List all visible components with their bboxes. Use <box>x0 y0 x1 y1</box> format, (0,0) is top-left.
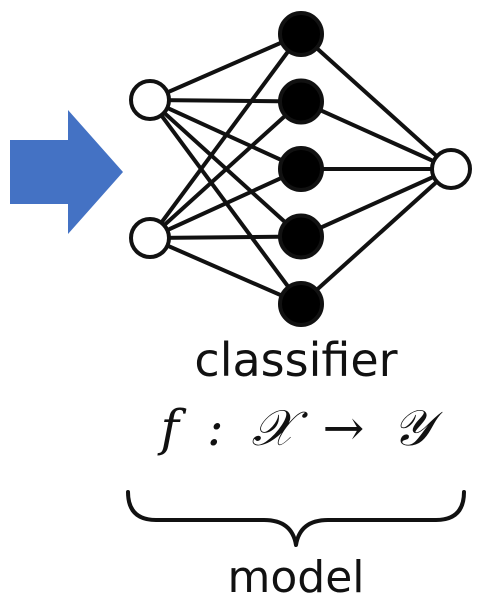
output-node-1 <box>430 148 472 190</box>
formula-domain: 𝒳 <box>252 399 309 457</box>
formula-colon: : <box>207 399 224 457</box>
edge-input-1-hidden-1 <box>149 32 302 102</box>
edge-hidden-5-output-1 <box>299 167 453 306</box>
edge-input-2-hidden-1 <box>148 32 303 240</box>
input-arrow <box>10 110 123 234</box>
hidden-node-3 <box>278 146 324 192</box>
input-node-2 <box>129 217 171 259</box>
hidden-node-2 <box>278 78 324 125</box>
formula-codomain: 𝒴 <box>392 399 443 457</box>
edge-hidden-4-output-1 <box>300 167 452 239</box>
hidden-node-5 <box>278 281 324 327</box>
model-label: model <box>227 552 364 603</box>
edge-input-2-hidden-3 <box>149 167 302 240</box>
classifier-formula: f : 𝒳 → 𝒴 <box>156 399 443 457</box>
edge-hidden-2-output-1 <box>300 99 452 171</box>
model-brace <box>126 490 466 547</box>
classifier-label: classifier <box>194 333 397 387</box>
input-node-1 <box>129 79 171 121</box>
network-nodes <box>129 11 472 327</box>
edge-input-2-hidden-4 <box>149 234 302 240</box>
formula-arrow: → <box>323 399 365 457</box>
hidden-node-4 <box>278 213 324 260</box>
edge-hidden-1-output-1 <box>299 32 453 171</box>
edge-input-2-hidden-2 <box>148 100 303 240</box>
hidden-node-1 <box>278 11 324 57</box>
network-edges <box>148 32 453 306</box>
formula-function: f <box>156 399 186 457</box>
edge-input-1-hidden-2 <box>149 98 302 104</box>
edge-input-2-hidden-5 <box>149 236 302 306</box>
